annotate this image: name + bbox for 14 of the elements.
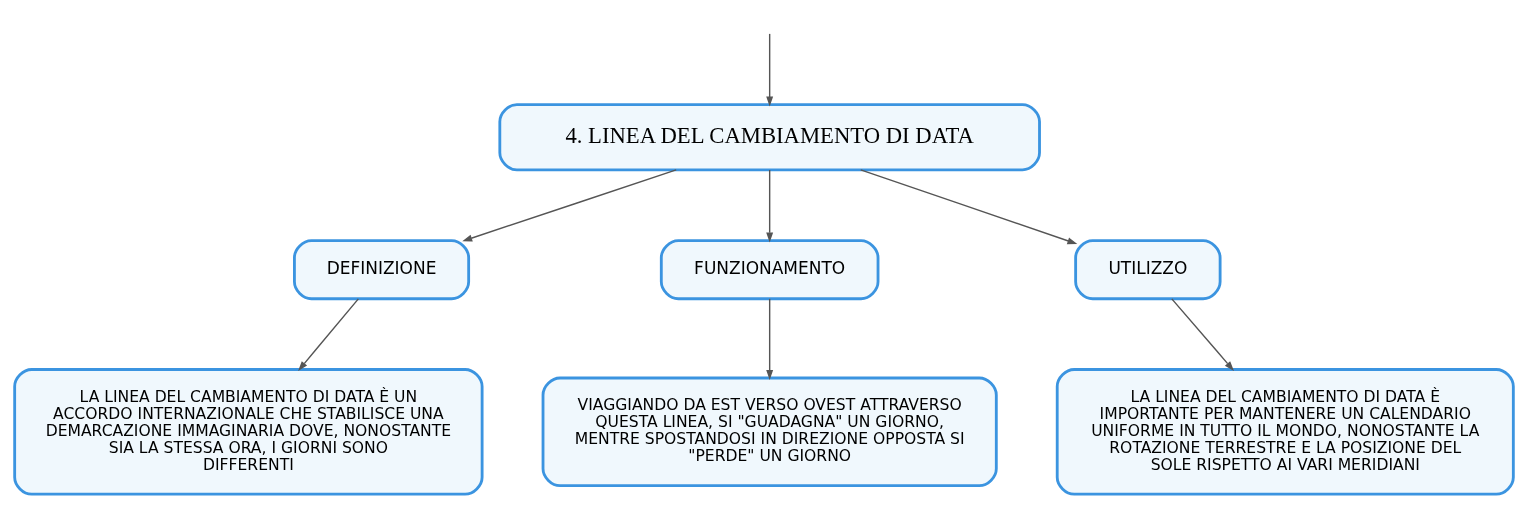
node-box: UTILIZZO: [1073, 238, 1222, 300]
arrow: [765, 297, 773, 380]
node-box: 4. LINEA DEL CAMBIAMENTO DI DATA: [497, 102, 1041, 171]
node-box: DEFINIZIONE: [292, 238, 470, 300]
arrow: [765, 168, 773, 242]
node-box: LA LINEA DEL CAMBIAMENTO DI DATA È IMPORTANTE PER MANTENERE UN CALENDARIO UNIFORME IN TUTTO IL MONDO, NONOSTANTE LA ROTAZIONE TERRESTRE E LA POSIZIONE DEL SOLE RISPETTO AI VARI MERIDIANI: [1055, 367, 1515, 496]
node-box: LA LINEA DEL CAMBIAMENTO DI DATA È UN ACCORDO INTERNAZIONALE CHE STABILISCE UNA DEMARCAZIONE IMMAGINARIA DOVE, NONOSTANTE SIA LA STESSA ORA, I GIORNI SONO DIFFERENTI: [12, 367, 484, 496]
arrow: [1170, 297, 1234, 371]
node-box: FUNZIONAMENTO: [659, 238, 879, 300]
arrow: [461, 168, 677, 241]
node-box: VIAGGIANDO DA EST VERSO OVEST ATTRAVERSO QUESTA LINEA, SI "GUADAGNA" UN GIORNO, MENTRE SPOSTANDOSI IN DIREZIONE OPPOSTA SI "PERDE" UN GIORNO: [541, 376, 998, 487]
arrow: [297, 297, 359, 371]
arrow: [765, 32, 773, 107]
arrow: [859, 168, 1077, 244]
